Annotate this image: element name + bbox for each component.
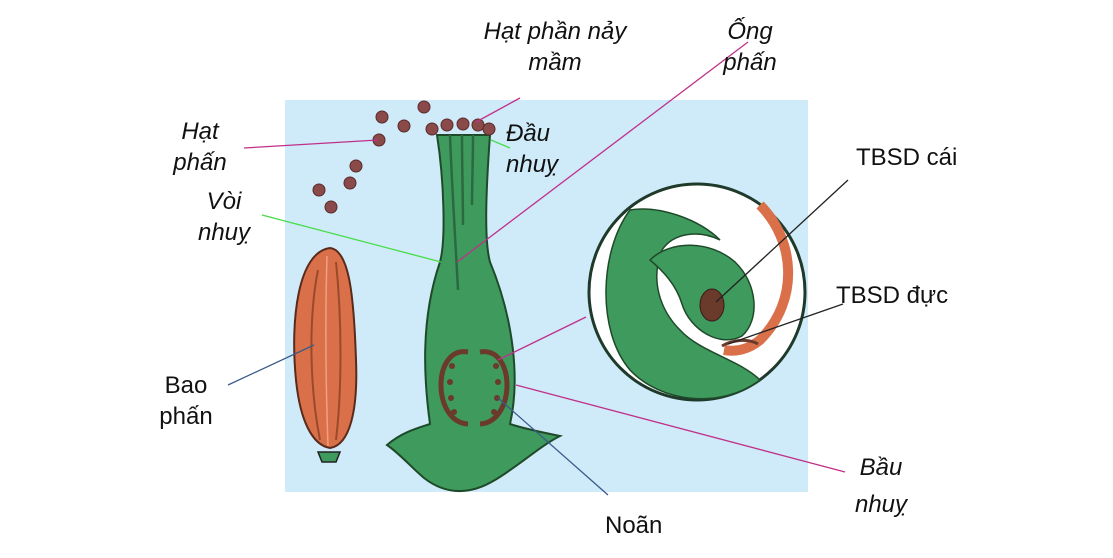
leader-bao-phan — [227, 344, 315, 386]
label-hat-phan-nay-mam: Hạt phần nảy mầm — [483, 18, 627, 76]
leader-ong-phan — [456, 41, 749, 263]
ovules — [438, 349, 510, 427]
leader-tbsd-cai — [715, 179, 849, 303]
pollen-grain — [349, 159, 363, 173]
pollen-grain — [324, 200, 338, 214]
leader-bau-nhuy — [515, 384, 846, 473]
label-tbsd-cai: TBSD cái — [856, 144, 958, 171]
pistil — [385, 117, 564, 492]
label-hat-phan: Hạt phấn — [173, 118, 227, 176]
label-dau-nhuy: Đầu nhuỵ — [506, 120, 559, 178]
pollen-grain — [417, 100, 431, 114]
label-noan: Noãn — [605, 512, 663, 539]
leader-voi-nhuy — [261, 214, 442, 263]
leader-dau-nhuy — [490, 139, 511, 149]
leader-hat-phan — [243, 139, 379, 149]
pollen-grain — [375, 110, 389, 124]
label-bau-nhuy: Bầu nhuỵ — [854, 454, 908, 518]
label-ong-phan: Ống phấn — [723, 18, 777, 76]
pollen-grain — [397, 119, 411, 133]
leader-hat-phan-nay-mam — [475, 97, 521, 123]
leader-lines — [227, 41, 849, 496]
anther — [293, 246, 358, 463]
pollen-grain — [312, 183, 326, 197]
leader-tbsd-duc — [727, 303, 844, 345]
pollen-grain — [343, 176, 357, 190]
label-bao-phan: Bao phấn — [159, 372, 213, 430]
label-tbsd-duc: TBSD đực — [836, 282, 949, 309]
magnified-ovule — [587, 182, 807, 402]
label-voi-nhuy: Vòi nhuỵ — [197, 188, 251, 246]
leader-noan — [497, 397, 609, 496]
leader-magnify — [497, 316, 587, 361]
